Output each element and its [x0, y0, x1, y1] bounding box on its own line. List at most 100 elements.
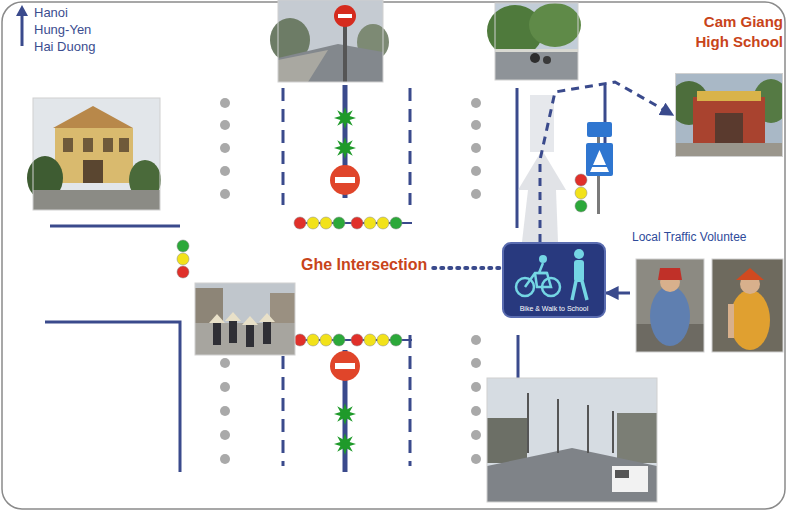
signal-lamp: [320, 217, 332, 229]
photo-part: [712, 259, 783, 352]
walker-body: [574, 260, 584, 282]
curb-dot: [220, 98, 230, 108]
bike-frame: [525, 273, 551, 287]
volunteer-body: [730, 290, 770, 350]
curb-dot: [471, 430, 481, 440]
curb-dot: [220, 430, 230, 440]
curb-dot: [471, 335, 481, 345]
signal-lamp: [333, 217, 345, 229]
curb-dot: [220, 382, 230, 392]
signal-lamp: [351, 334, 363, 346]
photo: [487, 378, 657, 502]
curb-dot: [471, 98, 481, 108]
direction-label: Hung-Yen: [34, 21, 91, 38]
green-star: [334, 403, 356, 425]
photo-part: [529, 3, 581, 47]
photo-frame: [33, 98, 160, 210]
signal-lamp: [294, 334, 306, 346]
lane-line: [409, 88, 412, 205]
north-arrow-shaft: [21, 14, 24, 46]
curb-dot: [471, 454, 481, 464]
no-entry-sign: [330, 165, 360, 195]
volunteer-node: Local Traffic Voluntee: [632, 230, 785, 354]
volunteer-body: [650, 286, 690, 346]
signal-lamp: [364, 334, 376, 346]
node-text: Local Traffic Voluntee: [632, 230, 785, 244]
conical-hat: [225, 312, 241, 321]
traffic-light: [575, 174, 587, 186]
signal-lamp: [320, 334, 332, 346]
direction-label: Hai Duong: [34, 38, 95, 55]
curb-dot: [220, 120, 230, 130]
school-photo: [675, 73, 783, 157]
curb-dot: [220, 143, 230, 153]
photo-frame: [712, 259, 783, 352]
green-star: [334, 107, 356, 129]
person: [213, 321, 221, 345]
curb-dot: [471, 382, 481, 392]
node-text: Cam Giang High School: [675, 12, 783, 51]
helmet: [658, 268, 682, 280]
traffic-light: [177, 253, 189, 265]
photo-part: [636, 259, 704, 352]
curb-dot: [220, 166, 230, 176]
conical-hat: [242, 316, 258, 325]
photo-part: [487, 448, 657, 502]
signal-lamp: [377, 334, 389, 346]
walker-legs: [571, 282, 575, 299]
school-gate: [693, 97, 765, 143]
lamp-post: [587, 405, 589, 453]
photo: [487, 3, 581, 80]
node-text: Ghe Intersection: [301, 256, 427, 274]
photo-part: [270, 293, 295, 323]
curb-dot: [220, 358, 230, 368]
road-edge: [45, 322, 180, 472]
van: [612, 466, 648, 492]
crosswalk-icon: [590, 150, 609, 172]
window: [83, 138, 93, 152]
rider-head: [539, 255, 547, 263]
photo-frame: [676, 74, 783, 157]
window: [103, 138, 113, 152]
volunteer-photos: [632, 244, 785, 354]
signal-lamp: [307, 334, 319, 346]
photo-part: [278, 50, 328, 82]
van-window: [615, 470, 629, 478]
railing: [495, 49, 578, 52]
no-entry-sign: [330, 351, 360, 381]
conical-hat: [209, 314, 225, 323]
signal-lamp: [351, 217, 363, 229]
photo-part: [617, 413, 657, 463]
signal-lamp: [364, 217, 376, 229]
traffic-light: [177, 240, 189, 252]
no-entry-bar: [335, 363, 355, 369]
rider-body: [539, 263, 547, 273]
gate-opening: [715, 113, 743, 143]
photo: [270, 0, 389, 82]
curb-dot: [471, 120, 481, 130]
photo: [195, 283, 295, 355]
person: [263, 320, 271, 344]
node-text: Bike & Walk to School: [507, 305, 601, 312]
walker-leg: [572, 281, 576, 300]
lamp-post: [612, 411, 614, 453]
crosswalk-stripe: [592, 165, 607, 167]
route-connector: [540, 82, 673, 242]
traffic-light: [575, 200, 587, 212]
curb-dot: [471, 166, 481, 176]
person: [246, 323, 254, 347]
sign-plate: [586, 143, 613, 176]
photo-part: [487, 378, 657, 502]
photo-part: [278, 44, 383, 82]
photo-frame: [278, 0, 383, 82]
photo-frame: [195, 283, 295, 355]
photo-part: [675, 143, 783, 157]
signal-lamp: [390, 217, 402, 229]
photo-frame: [495, 3, 578, 80]
green-star: [334, 137, 356, 159]
photo-part: [195, 283, 295, 355]
person: [530, 53, 540, 63]
